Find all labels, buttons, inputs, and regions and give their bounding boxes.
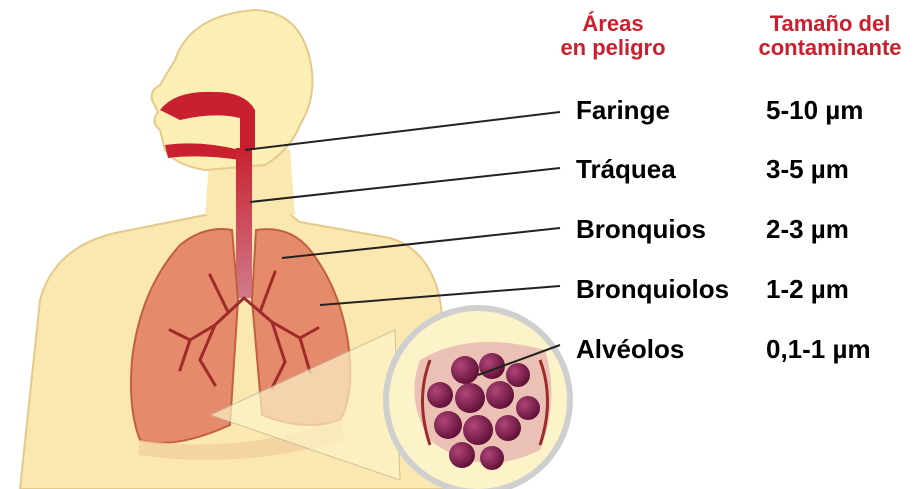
header-areas-line2: en peligro	[538, 36, 688, 60]
size-value: 3-5 µm	[766, 154, 849, 185]
leader-line-traquea	[250, 168, 560, 202]
header-areas-at-risk: Áreas en peligro	[538, 12, 688, 60]
alveolus	[449, 442, 475, 468]
area-label: Bronquiolos	[576, 274, 729, 305]
area-label: Tráquea	[576, 154, 676, 185]
area-label: Alvéolos	[576, 334, 684, 365]
alveolus	[427, 382, 453, 408]
alveolus	[455, 383, 485, 413]
area-label: Faringe	[576, 95, 670, 126]
size-value: 5-10 µm	[766, 95, 863, 126]
alveolus	[516, 396, 540, 420]
area-label: Bronquios	[576, 214, 706, 245]
size-value: 0,1-1 µm	[766, 334, 871, 365]
alveolus	[451, 356, 479, 384]
header-areas-line1: Áreas	[538, 12, 688, 36]
alveolus	[495, 415, 521, 441]
size-value: 1-2 µm	[766, 274, 849, 305]
alveolus	[434, 411, 462, 439]
alveolus	[463, 415, 493, 445]
size-value: 2-3 µm	[766, 214, 849, 245]
alveolus	[486, 381, 514, 409]
header-size-line2: contaminante	[740, 36, 917, 60]
trachea	[236, 148, 252, 298]
header-size-line1: Tamaño del	[740, 12, 917, 36]
header-pollutant-size: Tamaño del contaminante	[740, 12, 917, 60]
alveolus	[506, 363, 530, 387]
alveolus	[480, 446, 504, 470]
